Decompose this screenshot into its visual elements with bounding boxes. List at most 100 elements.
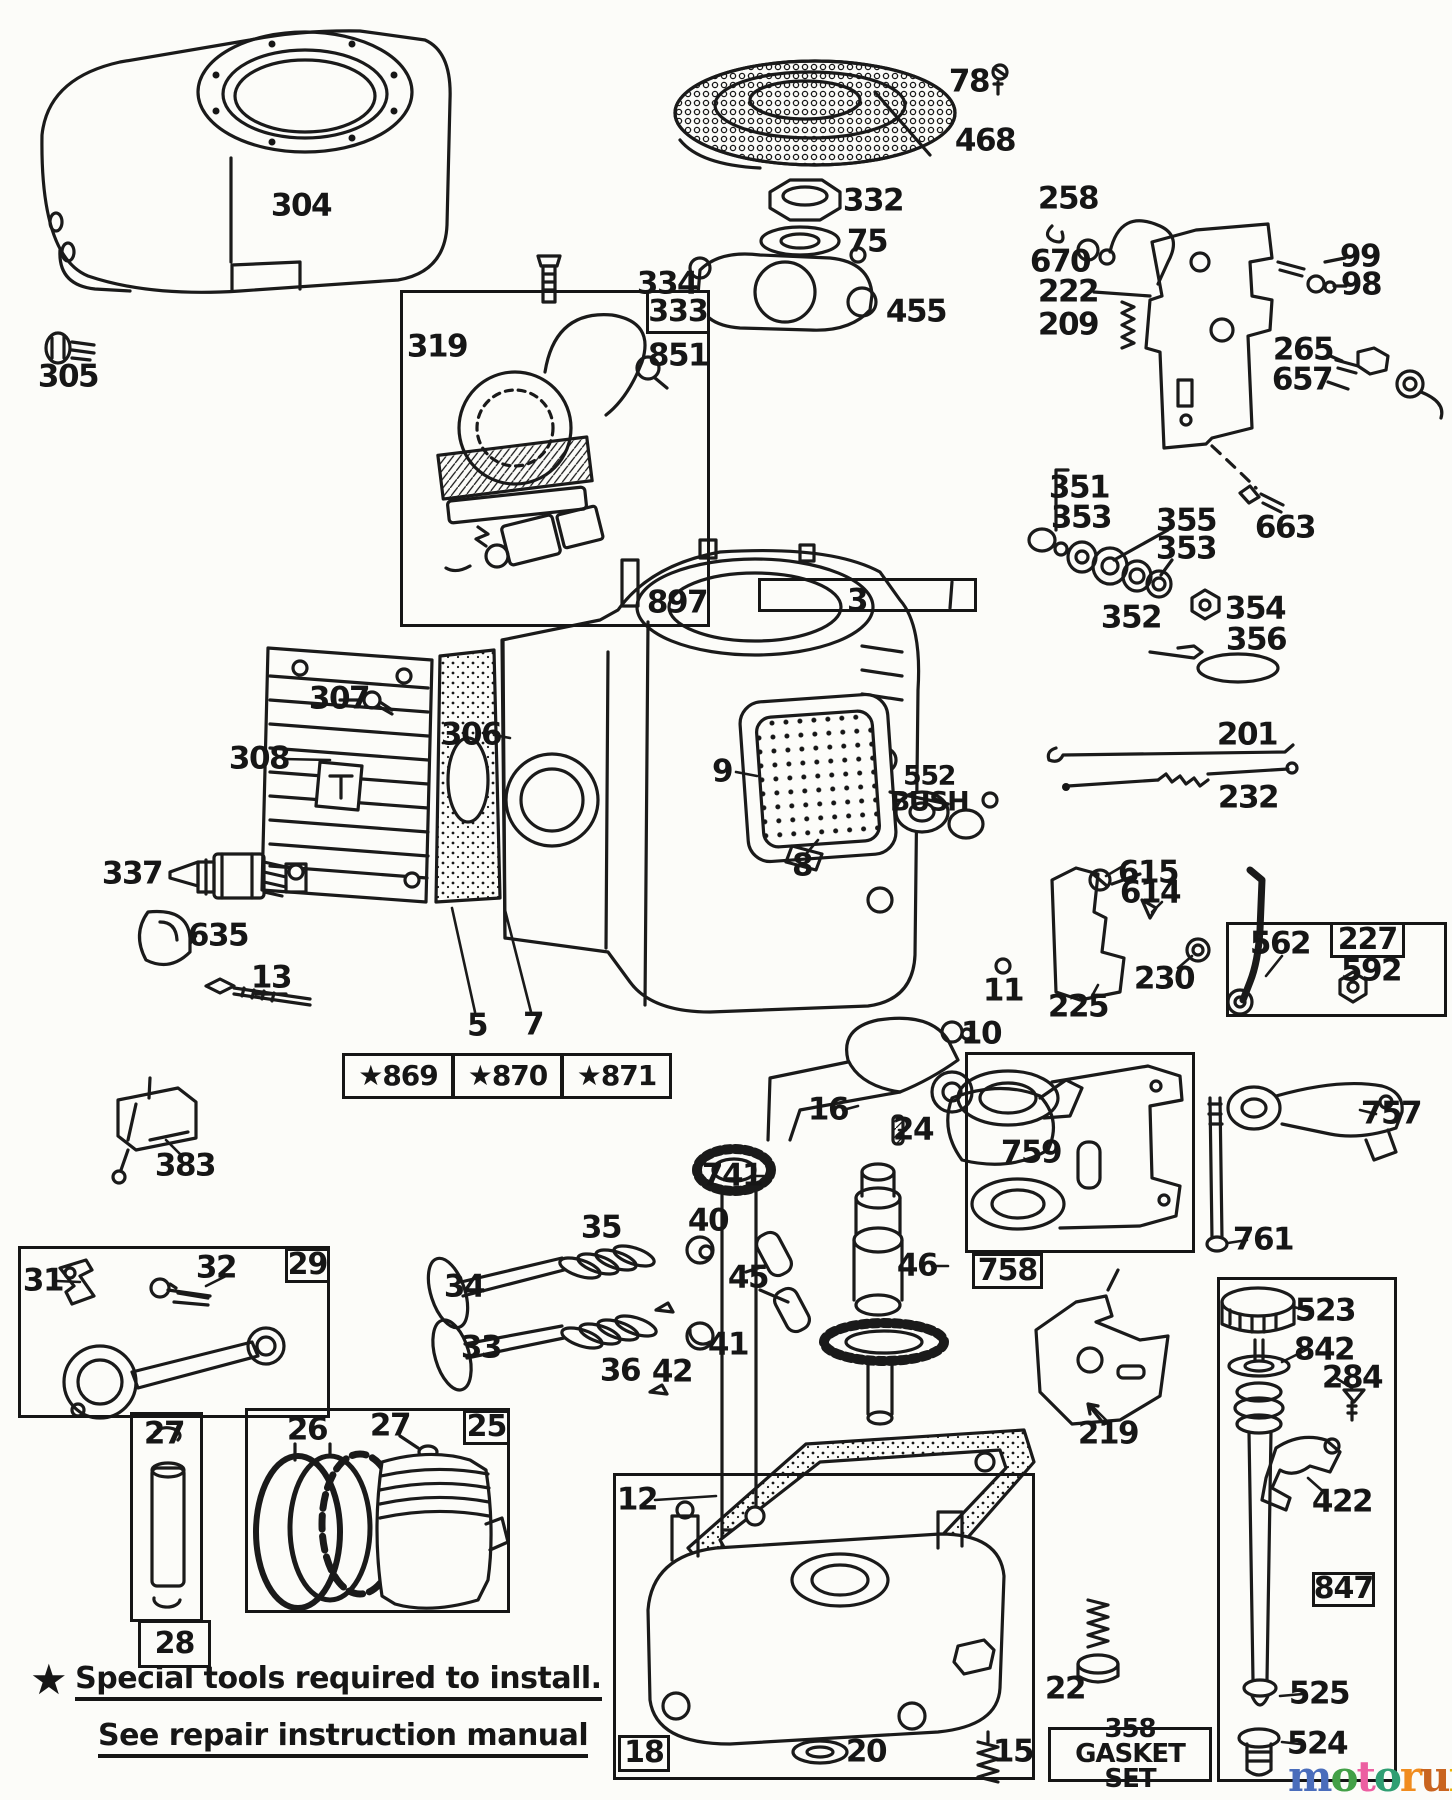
part-number: 352 bbox=[1100, 599, 1163, 636]
part-number: 40 bbox=[687, 1202, 730, 1239]
conrod-box bbox=[18, 1246, 330, 1418]
part-number: 265 bbox=[1272, 331, 1335, 368]
part-number: 24 bbox=[892, 1111, 935, 1148]
part-number: 16 bbox=[807, 1091, 850, 1128]
part-number: 356 bbox=[1225, 621, 1288, 658]
part-number: 592 bbox=[1340, 952, 1403, 989]
part-number: 36 bbox=[599, 1352, 642, 1389]
wrist-pin-drawing bbox=[150, 1426, 186, 1609]
part-number: 353 bbox=[1155, 530, 1218, 567]
dipstick-drawing bbox=[1220, 1286, 1296, 1777]
part-number: 42 bbox=[651, 1353, 694, 1390]
part-number: 232 bbox=[1217, 779, 1280, 816]
clamp-422-drawing bbox=[1260, 1435, 1342, 1512]
screw-284-drawing bbox=[1342, 1388, 1366, 1422]
footnote-text-2: See repair instruction manual bbox=[98, 1718, 589, 1758]
part-number: 10 bbox=[960, 1015, 1003, 1052]
part-number: 99 bbox=[1339, 238, 1382, 275]
screw-78-drawing bbox=[991, 63, 1009, 96]
part-number: 761 bbox=[1232, 1221, 1295, 1258]
boxed-part-number: ★871 bbox=[561, 1053, 672, 1099]
part-number: 75 bbox=[846, 223, 889, 260]
part-number: 332 bbox=[842, 182, 905, 219]
part-number: 759 bbox=[1000, 1134, 1063, 1171]
part-number: 552 BUSH bbox=[889, 760, 970, 817]
cylinder-block-drawing bbox=[500, 538, 921, 1014]
breather-tube-383-drawing bbox=[111, 1076, 198, 1185]
part-number: 670 bbox=[1029, 243, 1092, 280]
oil-sump-drawing bbox=[646, 1500, 1006, 1746]
part-number: 27 bbox=[369, 1407, 412, 1444]
part-number: 7 bbox=[522, 1006, 545, 1043]
governor-links-drawing bbox=[1046, 743, 1299, 791]
air-cleaner-cover-drawing bbox=[673, 59, 957, 170]
breather-219-drawing bbox=[1034, 1268, 1170, 1426]
washer-75-drawing bbox=[759, 225, 841, 257]
boxed-part-number: 333 bbox=[646, 290, 710, 334]
footnote-line1: ★Special tools required to install. bbox=[30, 1655, 602, 1704]
part-number: 562 bbox=[1249, 925, 1312, 962]
muffler-drawing bbox=[738, 692, 999, 872]
part-number: 304 bbox=[270, 187, 333, 224]
footnote-line2: See repair instruction manual bbox=[98, 1718, 602, 1758]
rocker-bracket-758-drawing bbox=[956, 1064, 1184, 1231]
magneto-box bbox=[400, 290, 710, 627]
part-number: 209 bbox=[1037, 306, 1100, 343]
part-number: 657 bbox=[1271, 361, 1334, 398]
part-number: 851 bbox=[647, 337, 710, 374]
boxed-part-number: ★869 bbox=[342, 1053, 454, 1099]
leader-lines bbox=[55, 733, 1378, 1746]
part-number: 98 bbox=[1340, 266, 1383, 303]
part-number: 615 bbox=[1117, 854, 1180, 891]
spark-plug-drawing bbox=[168, 852, 308, 900]
part-number: 383 bbox=[154, 1147, 217, 1184]
part-number: 3 bbox=[846, 582, 869, 619]
washer-20-drawing bbox=[791, 1739, 849, 1765]
ignition-armature-drawing bbox=[436, 313, 669, 525]
part-number: 455 bbox=[885, 293, 948, 330]
deflector-225-drawing bbox=[940, 866, 1211, 1044]
part-number: 26 bbox=[286, 1411, 329, 1448]
air-cleaner-base-455-drawing bbox=[688, 246, 878, 332]
part-number: 422 bbox=[1311, 1483, 1374, 1520]
part-number: 614 bbox=[1119, 874, 1182, 911]
rocker-arm-757-drawing bbox=[1226, 1081, 1404, 1162]
part-number: 525 bbox=[1288, 1675, 1351, 1712]
boxed-part-number: 25 bbox=[463, 1410, 510, 1445]
part-number: 22 bbox=[1044, 1670, 1087, 1707]
boxed-part-number: 227 bbox=[1330, 922, 1405, 958]
points-condenser-drawing bbox=[444, 504, 605, 573]
part-number: 354 bbox=[1224, 590, 1287, 627]
part-number: 308 bbox=[228, 740, 291, 777]
blower-housing-drawing bbox=[40, 29, 452, 294]
logo-letter: t bbox=[1356, 1752, 1375, 1800]
part-number: 334 bbox=[636, 265, 699, 302]
camshaft-drawing bbox=[819, 1162, 949, 1426]
tappets-drawing bbox=[744, 1230, 811, 1334]
part-number: 305 bbox=[37, 358, 100, 395]
part-number: 33 bbox=[460, 1329, 503, 1366]
piston-rings-drawing bbox=[253, 1434, 439, 1611]
part-number: 34 bbox=[443, 1268, 486, 1305]
part-number: 523 bbox=[1294, 1292, 1357, 1329]
part-number: 353 bbox=[1050, 499, 1113, 536]
valves-springs-drawing bbox=[426, 1235, 715, 1396]
motoruf-logo[interactable]: motoruf.de bbox=[1288, 1752, 1452, 1800]
head-bolt-13-drawing bbox=[204, 977, 312, 1007]
part-number: 20 bbox=[845, 1733, 888, 1770]
logo-letter: f bbox=[1449, 1752, 1452, 1800]
part-number: 27 bbox=[143, 1415, 186, 1452]
boxed-part-number: ★870 bbox=[452, 1053, 563, 1099]
part-number: 8 bbox=[791, 847, 814, 884]
screw-307-drawing bbox=[338, 690, 394, 716]
part-number: 319 bbox=[406, 328, 469, 365]
boxed-part-number: 847 bbox=[1312, 1571, 1375, 1607]
boxed-part-number: 29 bbox=[285, 1248, 330, 1283]
part-number: 46 bbox=[896, 1247, 939, 1284]
part-number: 230 bbox=[1133, 960, 1196, 997]
part-number: 12 bbox=[616, 1481, 659, 1518]
spark-plug-boot-drawing bbox=[137, 909, 192, 967]
logo-letter: u bbox=[1420, 1752, 1451, 1800]
